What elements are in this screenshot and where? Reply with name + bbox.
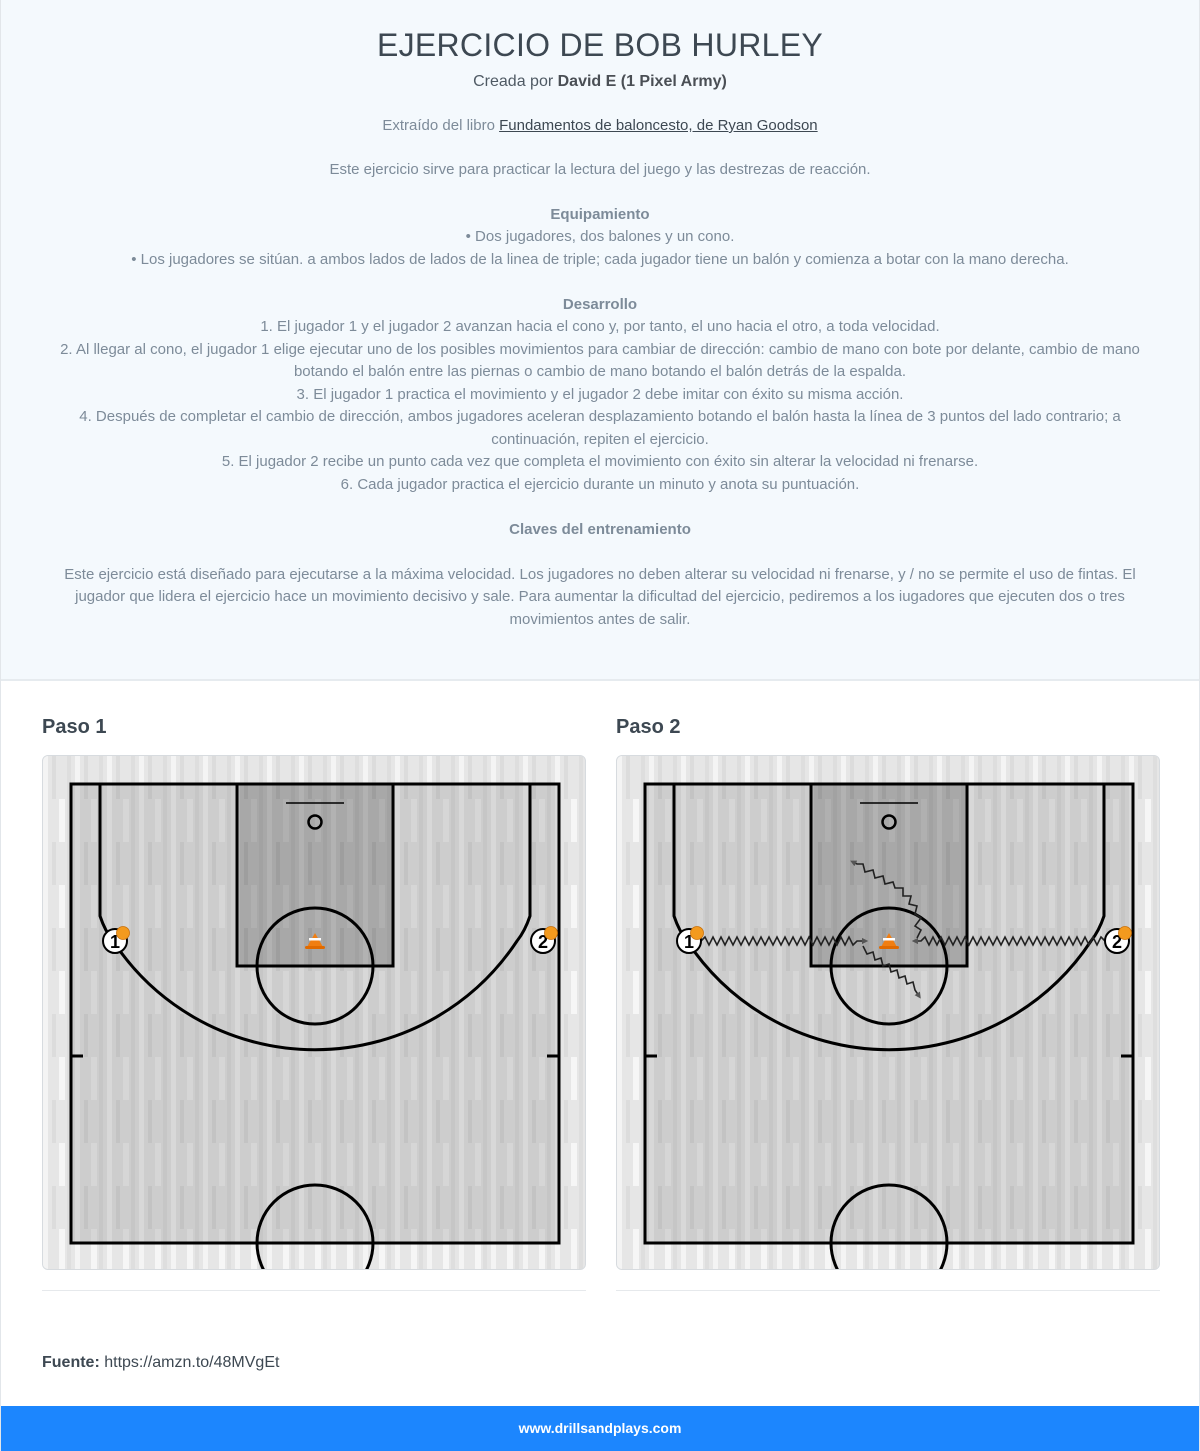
dribble-paths [700, 860, 1106, 999]
step-1: Paso 1 [42, 715, 586, 1291]
player-2-marker: 2 [1104, 926, 1132, 954]
svg-text:1: 1 [684, 932, 694, 952]
svg-text:2: 2 [538, 932, 548, 952]
dribble-path-player-1 [700, 935, 869, 947]
rim [307, 814, 323, 830]
keys-section: Claves del entrenamiento Este ejercicio … [59, 519, 1141, 632]
dribble-path-player-2 [911, 935, 1106, 947]
free-throw-circle [255, 906, 375, 1026]
development-heading: Desarrollo [562, 295, 638, 313]
svg-text:2: 2 [1112, 932, 1122, 952]
court-diagram: 1 2 [42, 755, 586, 1270]
ball-icon [690, 926, 704, 940]
player-2-marker: 2 [530, 926, 558, 954]
dribble-path-exit-2 [850, 860, 923, 939]
equipment-item: • Los jugadores se sitúan. a ambos lados… [131, 250, 1069, 268]
step-title: Paso 1 [42, 716, 107, 738]
footer-site-link[interactable]: www.drillsandplays.com [518, 1420, 682, 1436]
player-1-marker: 1 [102, 926, 130, 954]
development-item: 3. El jugador 1 practica el movimiento y… [296, 385, 904, 403]
dribble-path-exit-1 [862, 945, 921, 999]
keys-heading: Claves del entrenamiento [509, 520, 691, 538]
drill-header: EJERCICIO DE BOB HURLEY Creada por David… [1, 0, 1199, 681]
court-boundary [69, 782, 561, 1245]
player-1-marker: 1 [676, 926, 704, 954]
book-line: Extraído del libro Fundamentos de balonc… [59, 116, 1141, 136]
court-svg: 1 2 [617, 756, 1159, 1269]
svg-text:1: 1 [110, 932, 120, 952]
footer: www.drillsandplays.com [1, 1406, 1199, 1451]
source-label: Fuente: [42, 1354, 100, 1371]
ball-icon [116, 926, 130, 940]
equipment-item: • Dos jugadores, dos balones y un cono. [465, 228, 735, 245]
development-item: 2. Al llegar al cono, el jugador 1 elige… [60, 340, 1140, 381]
page-title: EJERCICIO DE BOB HURLEY [376, 27, 824, 63]
author-name: David E (1 Pixel Army) [557, 73, 727, 90]
development-item: 6. Cada jugador practica el ejercicio du… [340, 475, 860, 493]
cone-icon [879, 933, 899, 949]
book-prefix: Extraído del libro [382, 117, 495, 134]
center-circle [255, 1183, 375, 1269]
ball-icon [1118, 926, 1132, 940]
court-svg: 1 2 [43, 756, 585, 1269]
development-item: 5. El jugador 2 recibe un punto cada vez… [221, 453, 979, 470]
equipment-heading: Equipamiento [550, 205, 650, 223]
cone-icon [305, 933, 325, 949]
step-title: Paso 2 [616, 716, 681, 738]
court-diagram: 1 2 [616, 755, 1160, 1270]
development-item: 1. El jugador 1 y el jugador 2 avanzan h… [260, 318, 940, 335]
step-2: Paso 2 [616, 715, 1160, 1291]
author-line: Creada por David E (1 Pixel Army) [59, 72, 1141, 92]
source-line: Fuente: https://amzn.to/48MVgEt [1, 1291, 1199, 1406]
development-section: Desarrollo 1. El jugador 1 y el jugador … [59, 294, 1141, 497]
steps-row: Paso 1 [1, 681, 1199, 1291]
development-item: 4. Después de completar el cambio de dir… [79, 408, 1121, 448]
divider [42, 1290, 586, 1291]
divider [616, 1290, 1160, 1291]
book-link[interactable]: Fundamentos de baloncesto, de Ryan Goods… [499, 117, 818, 134]
intro-text: Este ejercicio sirve para practicar la l… [329, 160, 871, 178]
keys-text: Este ejercicio está diseñado para ejecut… [64, 565, 1136, 628]
ball-icon [544, 926, 558, 940]
equipment-section: Equipamiento • Dos jugadores, dos balone… [59, 204, 1141, 272]
source-url[interactable]: https://amzn.to/48MVgEt [104, 1354, 280, 1371]
author-prefix: Creada por [473, 73, 554, 90]
